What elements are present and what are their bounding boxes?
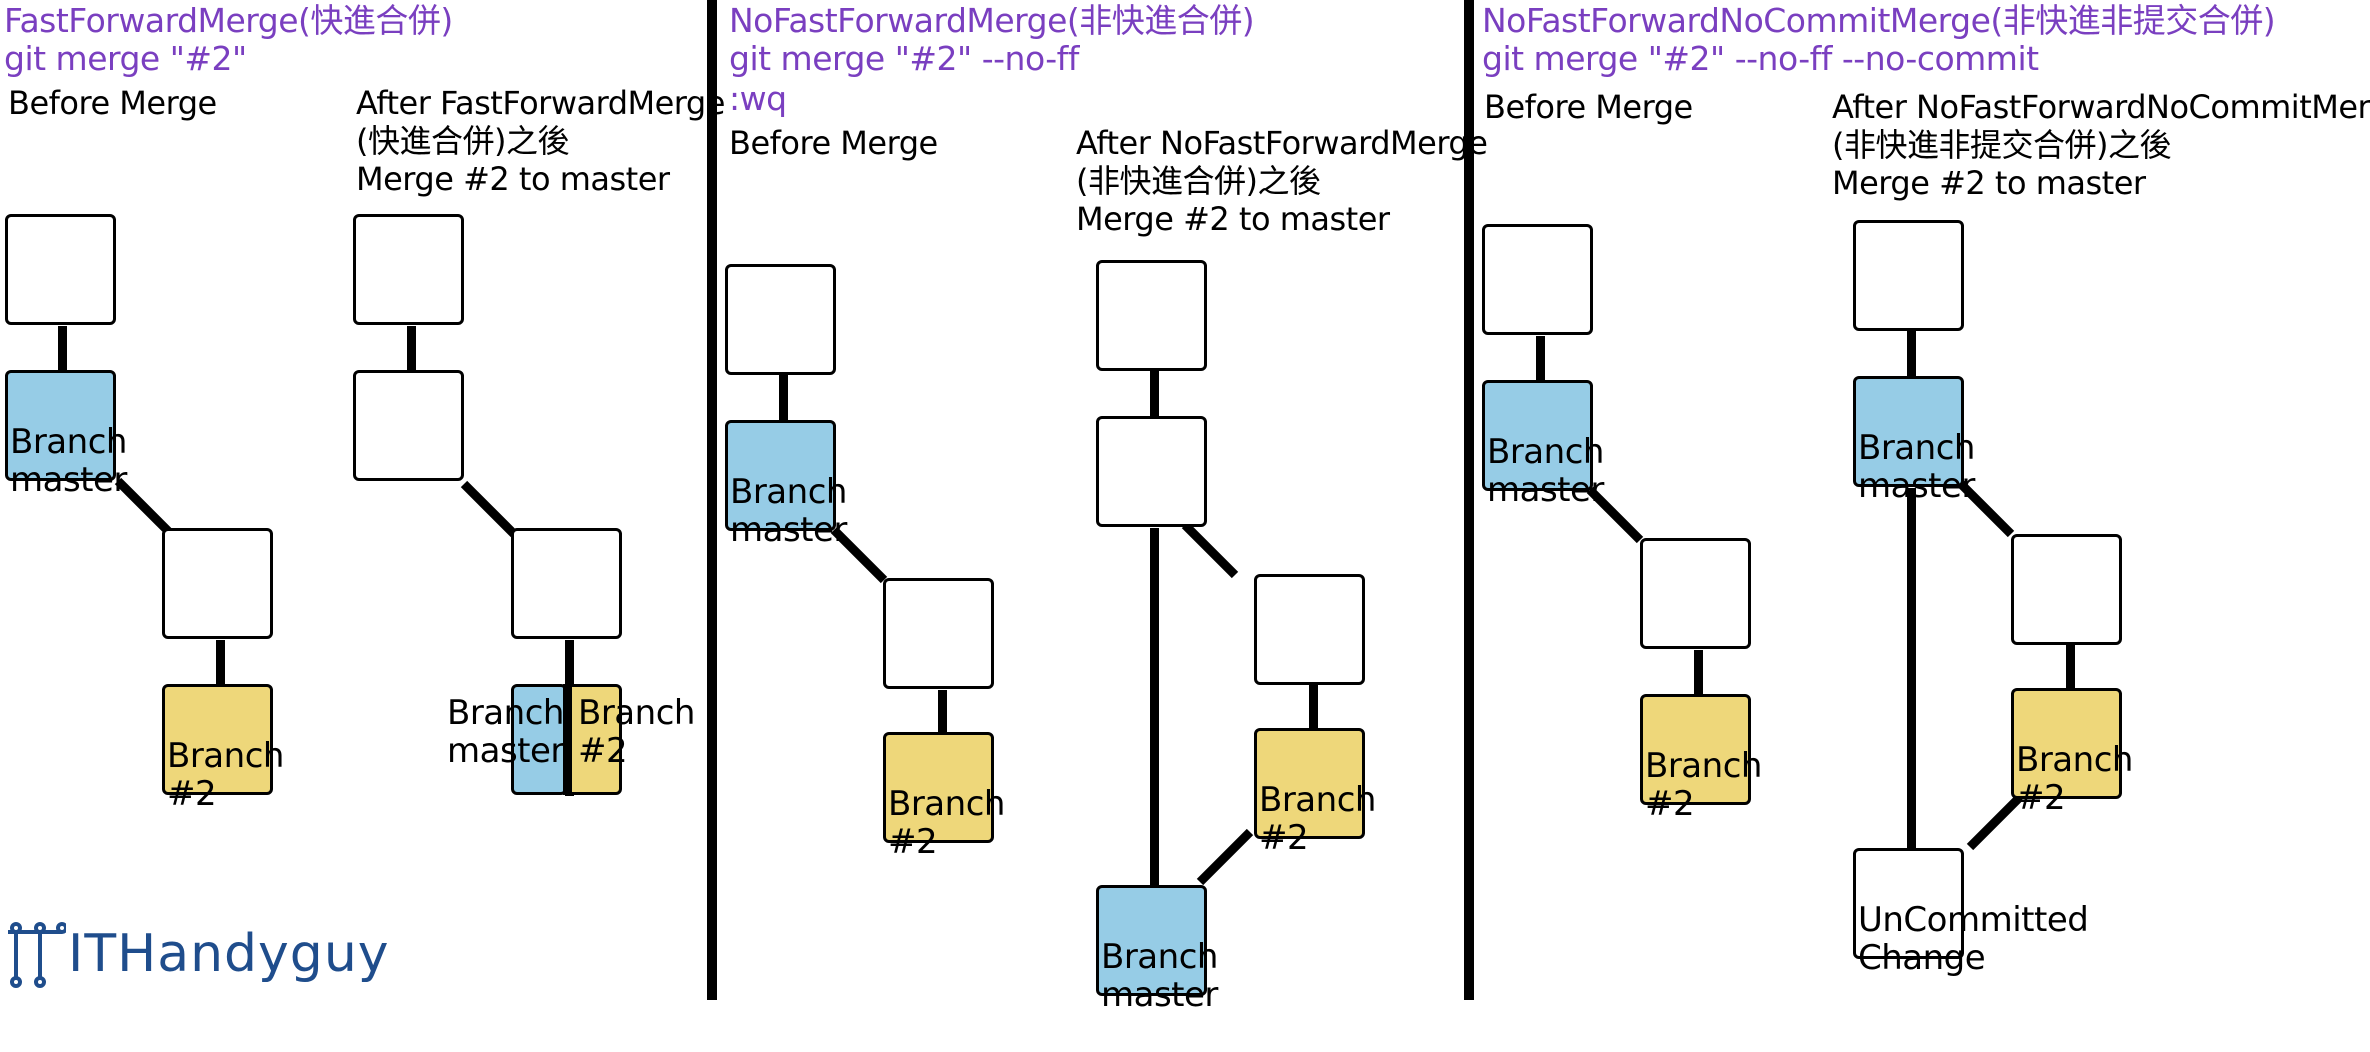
commit-node bbox=[1096, 260, 1207, 371]
panel-no-fast-forward: NoFastForwardMerge(非快進合併) git merge "#2"… bbox=[725, 0, 1488, 1014]
before-merge-label: Before Merge bbox=[8, 84, 217, 122]
commit-node bbox=[1640, 538, 1751, 649]
commit-node bbox=[353, 370, 464, 481]
commit-node bbox=[1853, 220, 1964, 331]
commit-node bbox=[5, 214, 116, 325]
commit-node-branch-2: Branch#2 bbox=[883, 732, 1005, 861]
commit-node-branch-2: Branch#2 bbox=[1254, 728, 1376, 857]
panel-title: FastForwardMerge(快進合併) bbox=[4, 1, 453, 40]
connector-lines bbox=[830, 521, 1254, 886]
logo-text: ITHandyguy bbox=[68, 924, 390, 984]
fast-forward-branch2-label: Branch#2 bbox=[578, 693, 695, 771]
commit-node bbox=[2011, 534, 2122, 645]
commit-node bbox=[353, 214, 464, 325]
commit-node bbox=[1254, 574, 1365, 685]
connector-lines bbox=[1586, 480, 2024, 851]
commit-node-branch-2: Branch#2 bbox=[1640, 694, 1762, 823]
git-command-wq: :wq bbox=[729, 79, 787, 118]
after-merge-label-3: Merge #2 to master bbox=[356, 160, 670, 198]
ithandyguy-logo: ITHandyguy bbox=[6, 920, 389, 990]
after-merge-label-3: Merge #2 to master bbox=[1832, 164, 2146, 202]
before-merge-label: Before Merge bbox=[729, 124, 938, 162]
commit-node bbox=[511, 528, 622, 639]
before-merge-label: Before Merge bbox=[1484, 88, 1693, 126]
git-command: git merge "#2" bbox=[4, 39, 247, 78]
after-merge-label-2: (快進合併)之後 bbox=[356, 122, 569, 160]
panel-fast-forward: FastForwardMerge(快進合併) git merge "#2" Be… bbox=[0, 0, 725, 1000]
after-merge-label-3: Merge #2 to master bbox=[1076, 200, 1390, 238]
after-merge-label-1: After FastForwardMerge bbox=[356, 84, 725, 122]
commit-node bbox=[162, 528, 273, 639]
panel-divider-1 bbox=[707, 0, 717, 1000]
panel-no-fast-forward-no-commit: NoFastForwardNoCommitMerge(非快進非提交合併) git… bbox=[1478, 0, 2370, 1000]
after-merge-label-2: (非快進非提交合併)之後 bbox=[1832, 126, 2171, 164]
git-command: git merge "#2" --no-ff --no-commit bbox=[1482, 39, 2039, 78]
panel-title: NoFastForwardNoCommitMerge(非快進非提交合併) bbox=[1482, 1, 2276, 40]
panel-title: NoFastForwardMerge(非快進合併) bbox=[729, 1, 1255, 40]
after-merge-label-1: After NoFastForwardMerge bbox=[1076, 124, 1488, 162]
after-merge-label-1: After NoFastForwardNoCommitMerge bbox=[1832, 88, 2370, 126]
commit-node-branch-2-half bbox=[566, 684, 622, 795]
commit-node bbox=[1482, 224, 1593, 335]
commit-node bbox=[883, 578, 994, 689]
commit-node bbox=[1096, 416, 1207, 527]
git-command: git merge "#2" --no-ff bbox=[729, 39, 1079, 78]
connector-lines bbox=[114, 477, 518, 538]
commit-node-branch-2: Branch#2 bbox=[2011, 688, 2133, 817]
circuit-logo-icon bbox=[8, 922, 66, 988]
commit-node-branch-2: Branch#2 bbox=[162, 684, 284, 813]
commit-node bbox=[725, 264, 836, 375]
after-merge-label-2: (非快進合併)之後 bbox=[1076, 162, 1321, 200]
panel-divider-2 bbox=[1464, 0, 1474, 1000]
